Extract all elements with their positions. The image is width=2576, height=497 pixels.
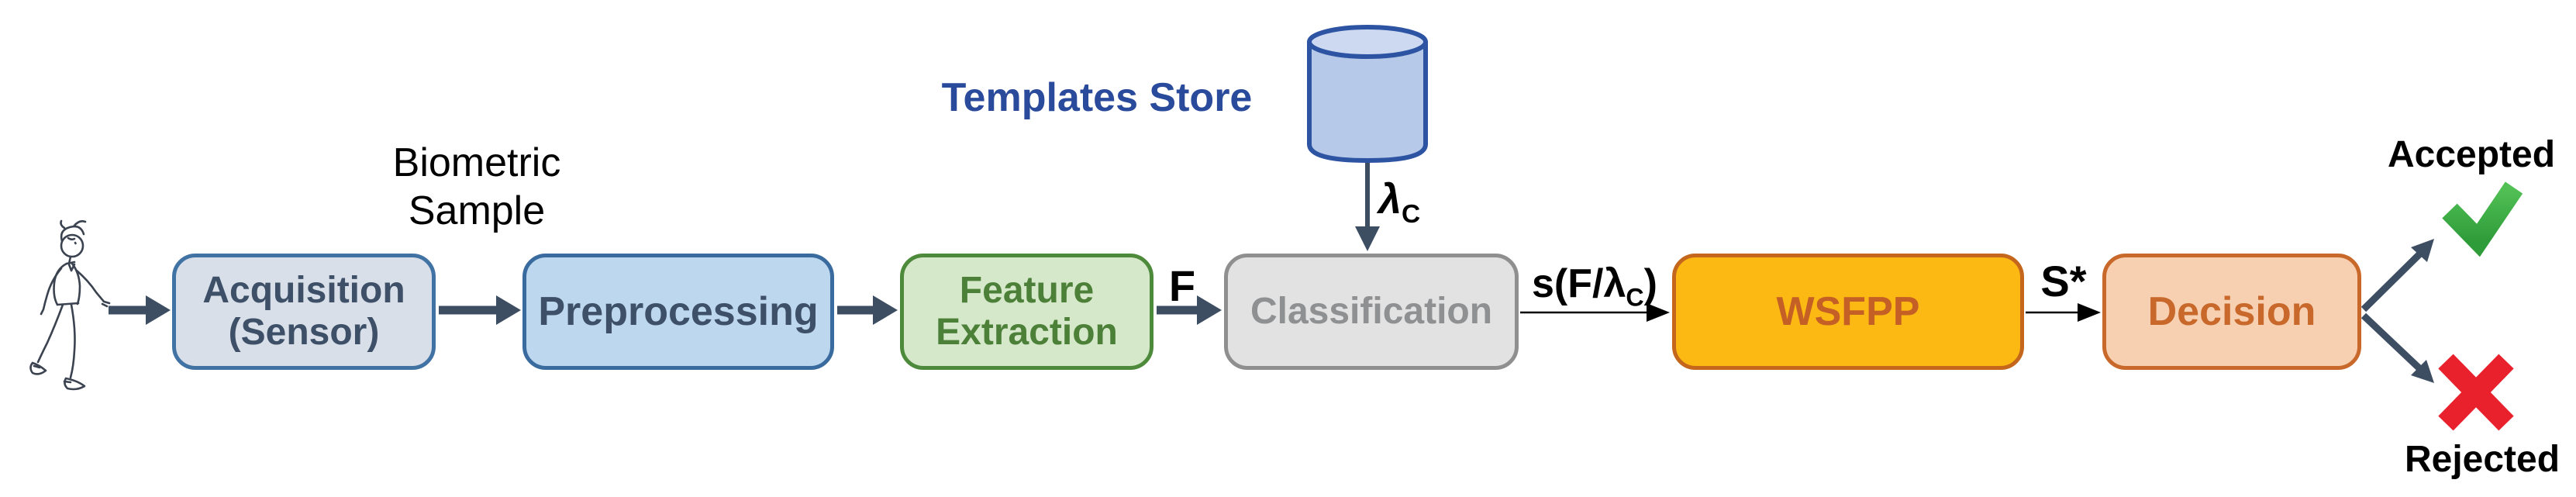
arrow-acquisition-to-preprocessing — [439, 295, 521, 325]
node-preprocessing-label: Preprocessing — [538, 288, 819, 334]
node-preprocessing: Preprocessing — [522, 254, 834, 370]
rejected-label: Rejected — [2404, 439, 2560, 480]
score-suffix: ) — [1643, 261, 1657, 306]
node-feature-label-line1: Feature — [959, 270, 1095, 312]
biometric-sample-line2: Sample — [408, 188, 546, 233]
flow-arrows — [109, 161, 2434, 383]
biometric-sample-label: Biometric Sample — [353, 139, 601, 235]
accepted-check-icon — [2442, 181, 2523, 257]
node-classification-label: Classification — [1250, 291, 1493, 333]
arrow-preprocessing-to-feature — [837, 295, 898, 325]
person-walking-figure — [29, 219, 111, 391]
arrow-decision-to-rejected — [2360, 312, 2434, 383]
templates-cylinder-icon — [1307, 25, 1428, 164]
arrow-templates-to-classification — [1355, 161, 1380, 251]
node-acquisition-label-line1: Acquisition — [202, 270, 405, 312]
node-wsfpp-label: WSFPP — [1776, 288, 1920, 334]
score-prefix: s(F/λ — [1532, 261, 1626, 306]
rejected-x-icon — [2438, 354, 2514, 431]
accepted-label: Accepted — [2387, 134, 2556, 175]
node-decision-label: Decision — [2147, 288, 2316, 334]
templates-store-label: Templates Store — [941, 75, 1253, 120]
best-score-label: S* — [2040, 257, 2087, 305]
node-acquisition: Acquisition (Sensor) — [172, 254, 436, 370]
node-decision: Decision — [2102, 254, 2361, 370]
arrow-decision-to-accepted — [2360, 239, 2434, 312]
lambda-subscript: C — [1402, 199, 1421, 229]
arrow-person-to-acquisition — [109, 295, 171, 325]
node-classification: Classification — [1224, 254, 1519, 370]
biometric-sample-line1: Biometric — [392, 140, 561, 185]
arrow-classification-to-wsfpp — [1520, 303, 1670, 322]
node-acquisition-label-line2: (Sensor) — [228, 312, 380, 353]
arrow-wsfpp-to-decision — [2026, 303, 2101, 322]
node-feature-label-line2: Extraction — [936, 312, 1118, 353]
score-label: s(F/λC) — [1513, 261, 1676, 312]
node-feature-extraction: Feature Extraction — [900, 254, 1154, 370]
node-wsfpp: WSFPP — [1672, 254, 2024, 370]
lambda-symbol: λ — [1378, 176, 1402, 223]
arrow-feature-to-classification — [1157, 295, 1222, 325]
feature-vector-label: F — [1168, 261, 1196, 310]
lambda-c-label: λC — [1378, 175, 1420, 230]
score-subscript: C — [1626, 283, 1644, 312]
score-arrows — [1520, 303, 2101, 322]
